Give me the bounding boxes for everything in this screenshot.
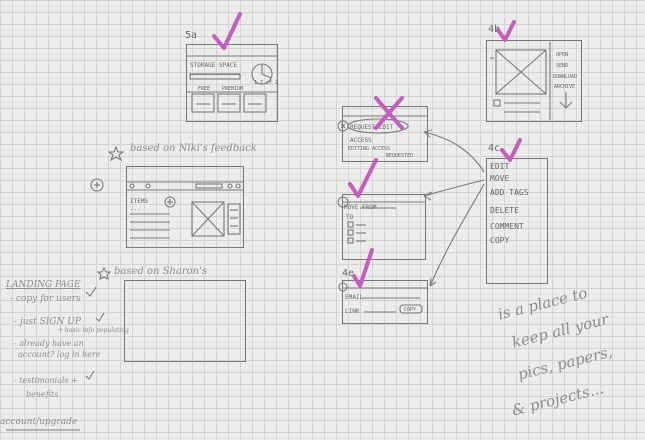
sketch-frame [342,280,428,324]
access-label: ACCESS [350,137,372,144]
add-icon [90,178,104,192]
note-line: benefits [26,390,59,399]
menu-item: SEND [556,63,569,69]
request-edit-label: REQUEST EDIT [350,124,394,131]
to-label: TO [346,214,354,221]
sketch-tag: 4e [342,268,355,279]
sketch-tag: 4b [488,24,501,35]
note-line: - already have an [14,339,84,348]
sharon-note: based on Sharon's [114,266,208,277]
checkmark-icon [500,138,522,162]
premium-label: PREMIUM [222,86,244,92]
sketch-frame [342,194,426,260]
checkmark-icon [496,20,516,42]
circle-x-icon [337,120,349,132]
feedback-note: based on Niki's feedback [130,143,257,154]
landing-title: LANDING PAGE [6,280,81,290]
sketch-frame [486,158,548,284]
note-line: account/upgrade [0,417,78,427]
star-icon [96,266,112,281]
sketch-tag: 4c [488,143,501,154]
copy-label: COPY [404,307,417,313]
sketch-frame [186,44,278,122]
note-line: + basic info populating [58,327,129,334]
checkmark-icon [352,248,374,288]
checkmark-icon [348,158,378,198]
sketch-frame [126,166,244,248]
editing-access-label: EDITING ACCESS [348,146,391,152]
note-line: - testimonials + [14,376,78,385]
storage-label: STORAGE SPACE [190,62,237,69]
menu-item: COPY [490,236,510,245]
sketch-frame [486,40,582,122]
items-label: ITEMS [130,198,149,205]
add-icon [164,196,176,208]
sketch-frame [124,280,246,362]
menu-item: DELETE [490,206,519,215]
x-mark-icon [374,96,404,130]
link-label: LINK [345,308,360,315]
menu-item: OPEN [556,52,569,58]
note-line: - just SIGN UP [14,317,81,327]
sketch-tag: 5a [185,30,198,41]
email-label: EMAIL [345,294,364,301]
menu-item: MOVE [490,174,510,183]
note-line: - copy for users [10,294,81,304]
menu-item: COMMENT [490,222,524,231]
star-icon [107,145,125,162]
requested-label: REQUESTED [386,153,414,159]
items-count: ... [130,205,141,212]
image-placeholder-icon [495,49,547,95]
note-line: account? log in here [18,350,101,359]
checkmark-icon [212,12,242,50]
menu-item: DOWNLOAD [553,74,578,80]
menu-item: ARCHIVE [554,84,576,90]
free-label: FREE [198,86,211,92]
menu-item: EDIT [490,162,510,171]
menu-item: ADD TAGS [490,188,529,197]
